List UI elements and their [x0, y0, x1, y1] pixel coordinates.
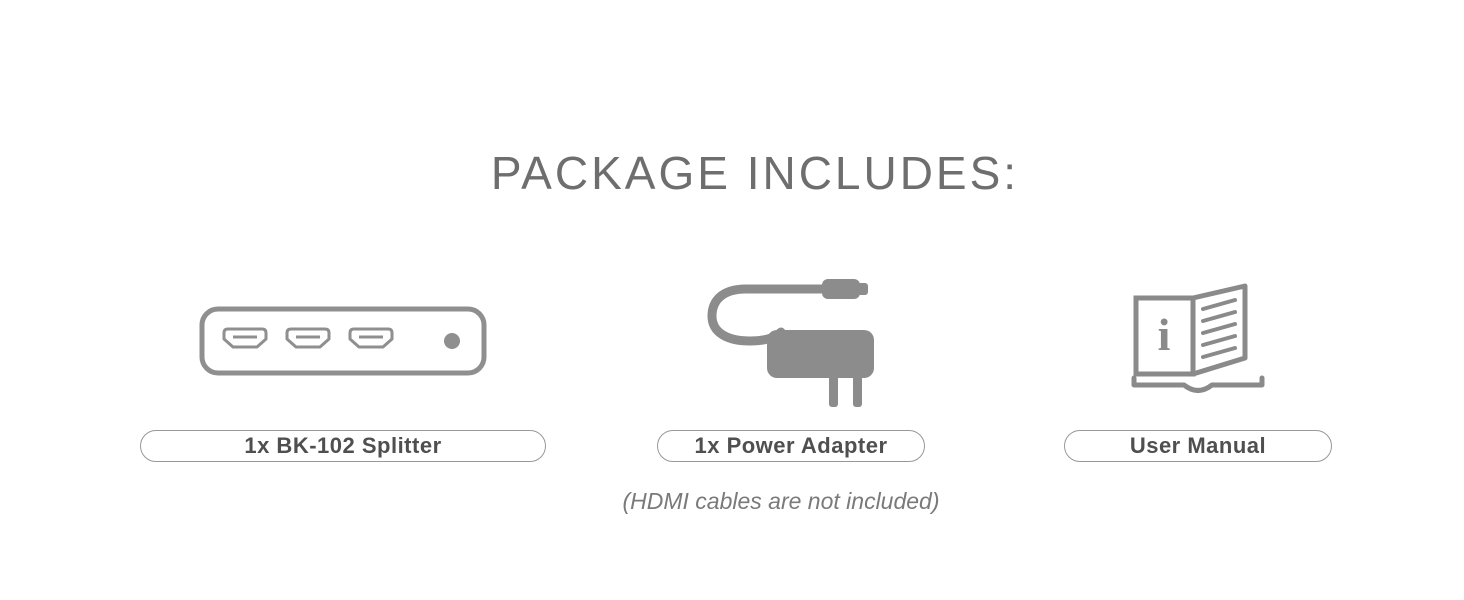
power-adapter-label: 1x Power Adapter — [657, 430, 925, 462]
manual-info-letter: i — [1157, 309, 1170, 360]
user-manual-label: User Manual — [1064, 430, 1332, 462]
package-item-power-adapter: 1x Power Adapter — [657, 252, 925, 462]
package-item-user-manual: i User Manual — [1064, 252, 1332, 462]
power-adapter-icon — [704, 252, 879, 430]
package-item-splitter: 1x BK-102 Splitter — [140, 252, 546, 462]
user-manual-icon: i — [1131, 252, 1266, 430]
hdmi-cables-footnote: (HDMI cables are not included) — [622, 488, 940, 514]
page-title: PACKAGE INCLUDES: — [490, 147, 1020, 199]
splitter-label: 1x BK-102 Splitter — [140, 430, 546, 462]
hdmi-splitter-icon — [198, 252, 488, 430]
